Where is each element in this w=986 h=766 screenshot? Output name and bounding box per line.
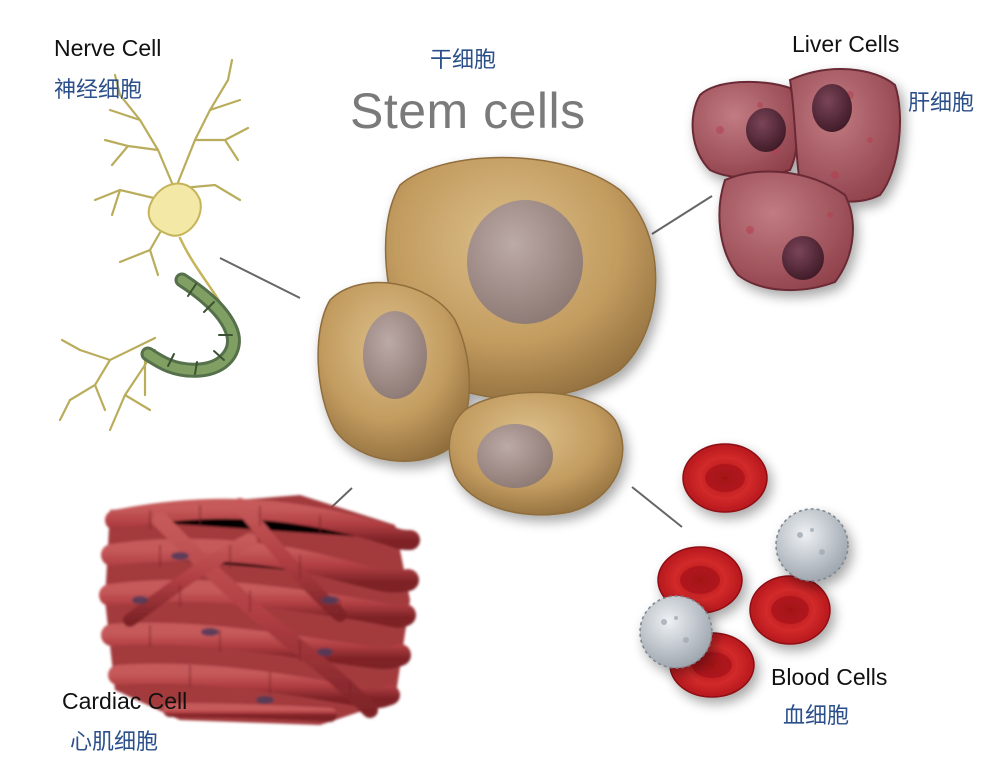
connector-nerve: [219, 257, 301, 299]
cardiac-cell-label-en: Cardiac Cell: [62, 688, 188, 714]
stem-cells-label-zh: 干细胞: [430, 48, 497, 73]
nerve-cell-label-en: Nerve Cell: [54, 35, 162, 61]
connector-liver: [651, 195, 713, 235]
blood-cells-illustration: [639, 443, 849, 698]
connector-blood: [631, 486, 683, 528]
blood-cells-label-zh: 血细胞: [783, 704, 850, 729]
connector-lines: [219, 195, 713, 528]
stem-cells-illustration: [317, 156, 657, 516]
nerve-cell-label-zh: 神经细胞: [54, 78, 143, 103]
diagram-title: Stem cells: [350, 83, 586, 139]
cardiac-cell-label-zh: 心肌细胞: [70, 730, 159, 755]
liver-cells-illustration: [691, 68, 901, 291]
blood-cells-label-en: Blood Cells: [771, 664, 888, 690]
liver-cells-label-zh: 肝细胞: [908, 91, 975, 116]
cardiac-cell-illustration: [99, 495, 420, 725]
white-blood-cells: [639, 508, 849, 669]
nerve-cell-illustration: [58, 58, 250, 432]
liver-cells-label-en: Liver Cells: [792, 31, 900, 57]
